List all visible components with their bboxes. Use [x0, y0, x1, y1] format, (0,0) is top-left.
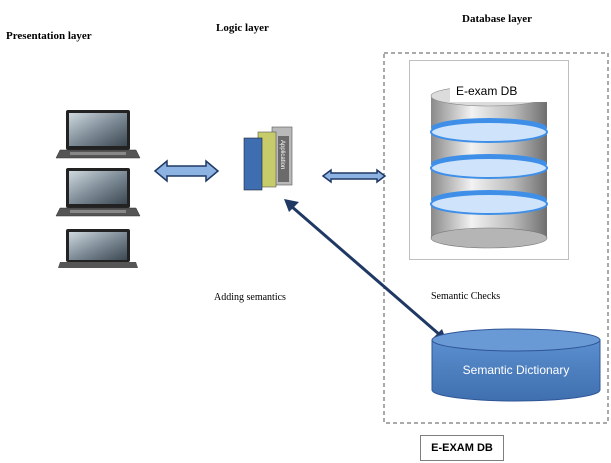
application-book-label: Application — [279, 140, 285, 169]
semantic-dictionary-cylinder — [431, 328, 601, 402]
database-layer-title: Database layer — [462, 13, 532, 25]
semantic-dictionary-label: Semantic Dictionary — [462, 363, 570, 377]
laptop-icon — [58, 229, 138, 268]
laptop-icon — [55, 168, 141, 217]
logic-database-arrow — [321, 168, 387, 184]
presentation-logic-arrow — [153, 159, 220, 183]
semantic-checks-label: Semantic Checks — [431, 291, 501, 302]
presentation-layer-title: Presentation layer — [6, 30, 92, 42]
logic-layer-title: Logic layer — [216, 22, 269, 34]
database-disk — [430, 157, 548, 210]
laptop-icon — [55, 110, 141, 159]
database-disk — [430, 193, 548, 249]
application-books-icon: Application — [243, 126, 293, 191]
database-layer-boundary — [383, 52, 609, 424]
adding-semantics-label: Adding semantics — [214, 292, 286, 303]
eexam-db-caption: E-EXAM DB — [420, 435, 504, 461]
database-name-label: E-exam DB — [450, 80, 550, 102]
